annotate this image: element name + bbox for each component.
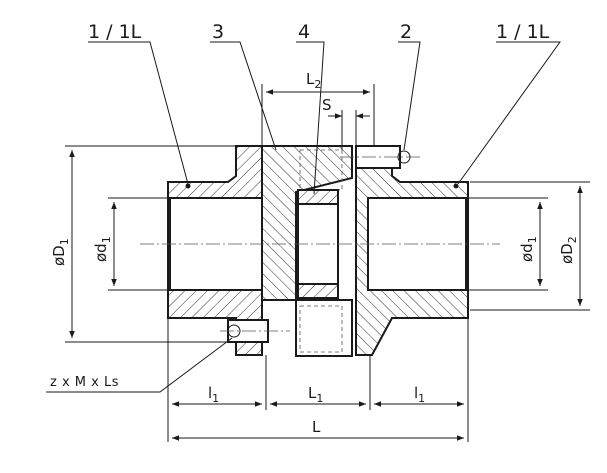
callout-hub-left: 1 / 1L (88, 21, 142, 43)
callout-screw: 2 (400, 21, 412, 43)
label-L2: L2 (306, 70, 321, 91)
callout-spider: 4 (298, 21, 310, 43)
label-l1-right: l1 (414, 384, 425, 405)
leader-hub-left (88, 41, 189, 185)
leader-spider (296, 41, 325, 195)
callout-hub-right: 1 / 1L (496, 21, 550, 43)
label-d1-right: ød1 (518, 236, 539, 262)
leader-flange (210, 41, 277, 151)
label-D1: øD1 (50, 238, 71, 266)
right-hub (355, 145, 469, 356)
leader-hub-right (457, 41, 561, 185)
label-D2: øD2 (558, 236, 579, 264)
screws-note: z x M x Ls (50, 375, 119, 390)
label-S: S (322, 96, 332, 114)
label-L: L (312, 418, 321, 436)
flange-ring (261, 145, 353, 357)
screw-head-bottom (227, 324, 241, 338)
leader-screws-note (46, 337, 233, 393)
left-hub (167, 145, 269, 356)
leader-screw (398, 41, 421, 151)
screw-head-top (397, 150, 411, 164)
callout-flange: 3 (212, 21, 224, 43)
marker-dot-left (185, 183, 191, 189)
label-d1-left: ød1 (92, 236, 113, 262)
marker-dot-right (453, 183, 459, 189)
label-l1-left: l1 (208, 384, 219, 405)
label-L1: L1 (308, 384, 323, 405)
